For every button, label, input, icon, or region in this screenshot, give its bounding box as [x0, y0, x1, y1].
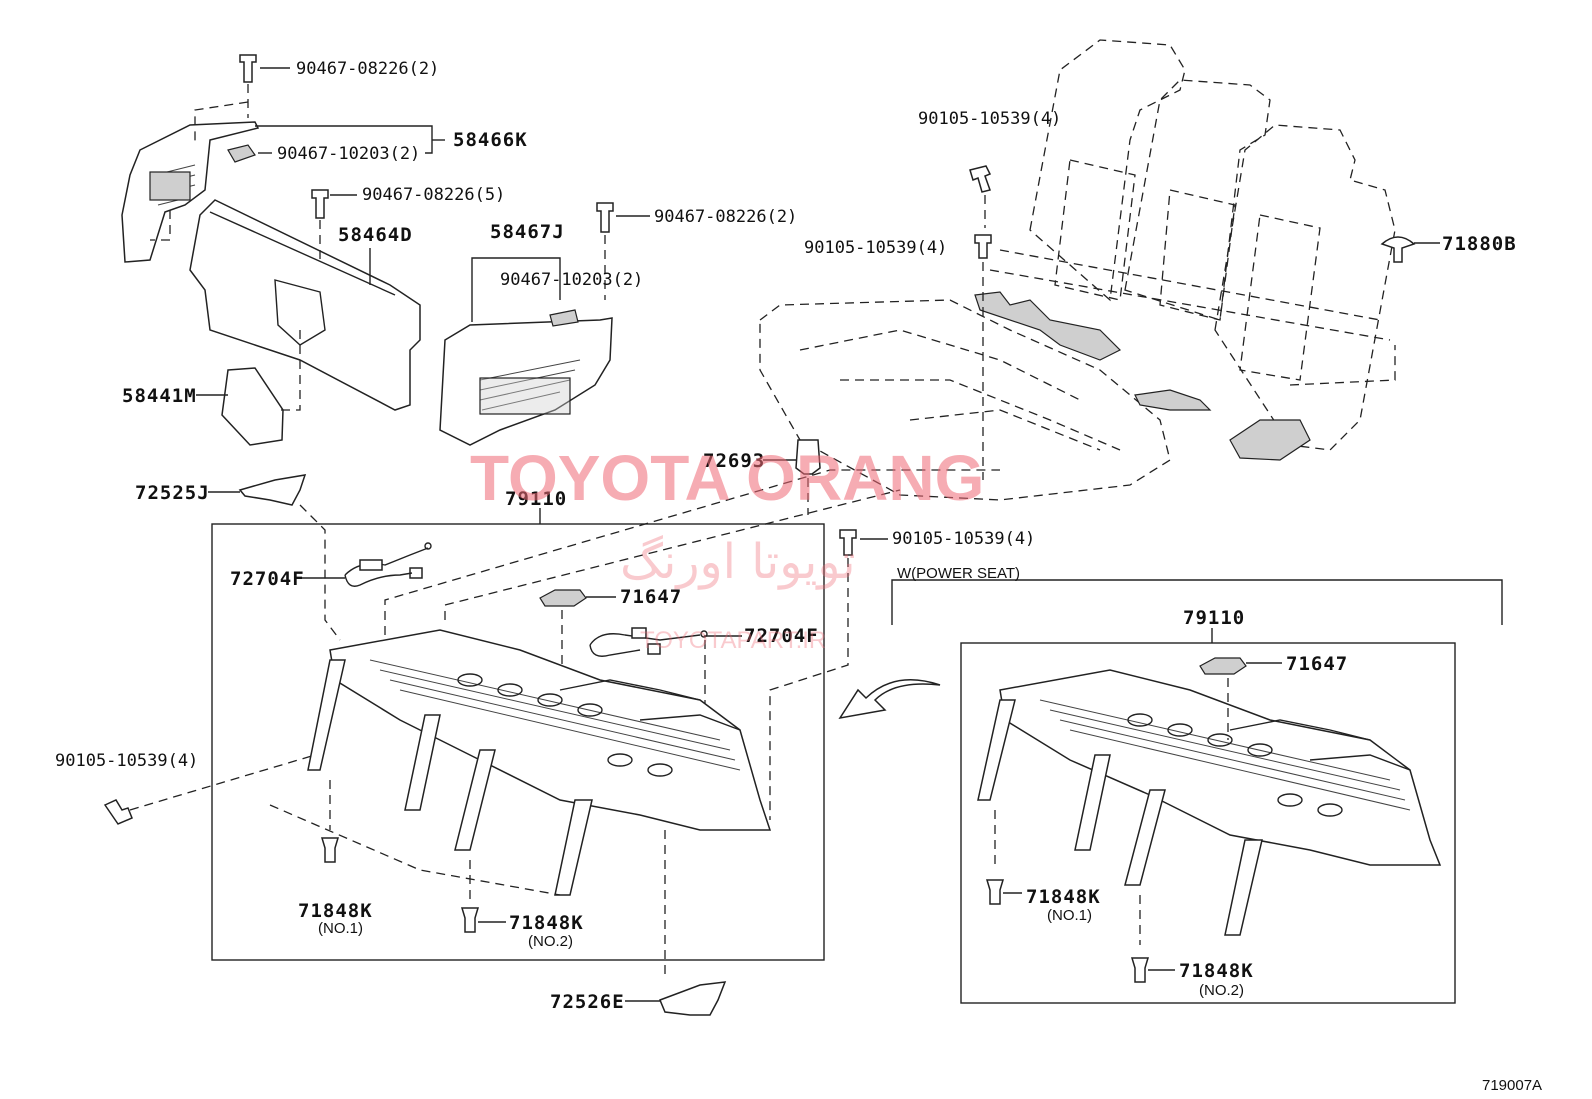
label-lid: 58441M [122, 385, 197, 407]
label-cover-upper: 58466K [453, 129, 528, 151]
label-clip-no1-left: 71848K [298, 900, 373, 922]
adjuster-box-power [960, 642, 1456, 1004]
label-clip-no2-left-sub: (NO.2) [528, 933, 573, 950]
cover-72525j [238, 474, 341, 641]
bolt-90467-08226-top [150, 54, 257, 241]
cover-58467j [439, 257, 613, 446]
rear-seat-outline [759, 39, 1396, 501]
bolt-90105-10539-frame [103, 529, 857, 825]
label-cover-72525: 72525J [135, 482, 210, 504]
panel-58464d [189, 199, 421, 411]
seat-adjuster-frame-main [307, 629, 772, 896]
label-bolt-frame-left: 90105-10539(4) [55, 751, 198, 771]
seat-adjuster-frame-power [977, 669, 1442, 936]
pad-71647-right [1199, 657, 1247, 740]
label-bolt-seat-2: 90105-10539(4) [804, 238, 947, 258]
leader-lines [196, 67, 1440, 1002]
clip-71848k-no2-left [460, 907, 480, 933]
label-clip-72693: 72693 [703, 450, 765, 472]
harness-72704f-left [344, 542, 432, 587]
harness-72704f-center [589, 627, 708, 780]
clip-71848k-no1-left [320, 837, 340, 863]
bolt-90467-08226-mid [311, 189, 329, 265]
label-bolt-top-3: 90467-08226(2) [654, 207, 797, 227]
power-seat-bracket [891, 579, 1503, 625]
label-adjuster-main: 79110 [505, 488, 567, 510]
label-power-seat-note: W(POWER SEAT) [897, 565, 1020, 582]
label-clip-no1-left-sub: (NO.1) [318, 920, 363, 937]
label-pad-71647-left: 71647 [620, 586, 682, 608]
watermark: TOYOTA ORANG تویوتا اورنگ TOYOTAPART.IR [470, 442, 984, 654]
dashed-lead-lines [269, 469, 1000, 975]
label-bolt-seat-1: 90105-10539(4) [918, 109, 1061, 129]
label-adjuster-power: 79110 [1183, 607, 1245, 629]
clip-71848k-no1-right [985, 810, 1005, 905]
upper-cover-58466k [121, 121, 260, 263]
label-bolt-frame-right: 90105-10539(4) [892, 529, 1035, 549]
label-panel-center: 58464D [338, 224, 413, 246]
watermark-brand-persian: تویوتا اورنگ [620, 534, 856, 590]
label-clip-right: 90467-10203(2) [500, 270, 643, 290]
lid-58441m [221, 330, 301, 446]
label-pad-71647-right: 71647 [1286, 653, 1348, 675]
watermark-site: TOYOTAPART.IR [640, 627, 826, 654]
label-cover-right: 58467J [490, 221, 565, 243]
adjuster-box-main [211, 523, 825, 961]
label-cap-right: 71880B [1442, 233, 1517, 255]
part-labels: 90467-08226(2) 90467-10203(2) 58466K 904… [55, 59, 1542, 1094]
clip-71848k-no2-right [1130, 895, 1150, 983]
label-clip-no2-right-sub: (NO.2) [1199, 982, 1244, 999]
arrow-to-power-seat [838, 679, 941, 720]
label-clip-no1-right: 71848K [1026, 886, 1101, 908]
bolt-90467-08226-right [596, 202, 614, 300]
cover-72526e [659, 981, 727, 1016]
label-clip-no2-right: 71848K [1179, 960, 1254, 982]
label-cover-72526: 72526E [550, 991, 625, 1013]
label-clip-no2-left: 71848K [509, 912, 584, 934]
watermark-brand: TOYOTA ORANG [470, 442, 984, 514]
label-clip-top-1: 90467-10203(2) [277, 144, 420, 164]
label-harness-center: 72704F [744, 625, 819, 647]
label-clip-no1-right-sub: (NO.1) [1047, 907, 1092, 924]
label-harness-left: 72704F [230, 568, 305, 590]
cap-71880b [1380, 236, 1416, 263]
label-bolt-top-2: 90467-08226(5) [362, 185, 505, 205]
clip-72693 [795, 439, 821, 515]
label-bolt-top-1: 90467-08226(2) [296, 59, 439, 79]
bolt-90105-10539-seat [969, 165, 992, 480]
figure-id: 719007A [1482, 1077, 1542, 1094]
